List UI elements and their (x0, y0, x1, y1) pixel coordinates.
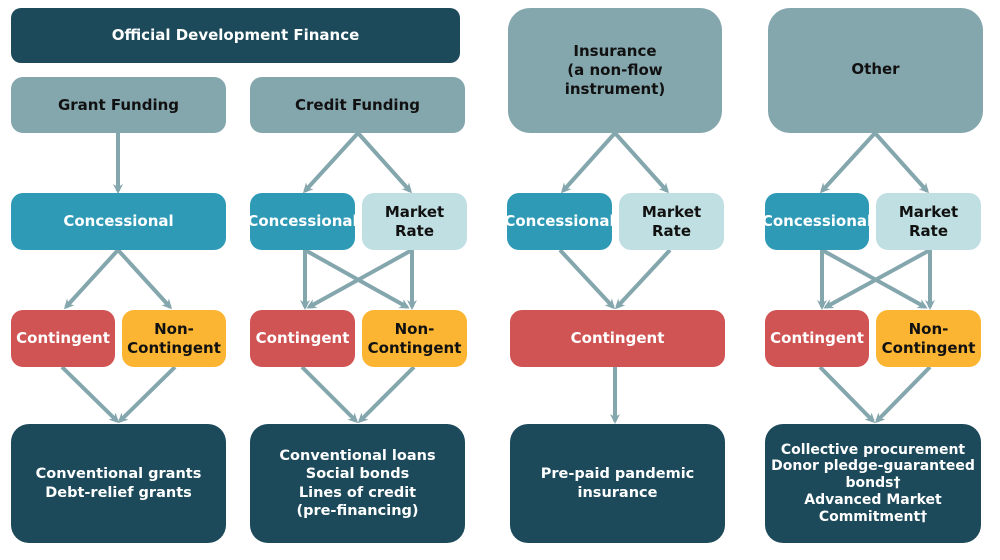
other-instruments-label: Collective procurement Donor pledge-guar… (771, 441, 975, 525)
insurance-instruments-label: Pre-paid pandemic insurance (540, 466, 695, 501)
arrow-ins-to-concessional (560, 131, 617, 194)
other-concessional-box: Concessional (761, 193, 873, 250)
arrow-grant-noncontingent-to-out (117, 365, 177, 424)
insurance-box: Insurance (a non-flow instrument) (508, 8, 722, 133)
arrow-credit-to-market (356, 131, 413, 194)
insurance-concessional-box: Concessional (504, 193, 615, 250)
other-contingent-box: Contingent (765, 310, 869, 367)
credit-funding-label: Credit Funding (294, 95, 420, 114)
grant-instruments-label: Conventional grants Debt-relief grants (35, 466, 202, 501)
credit-contingent-box: Contingent (250, 310, 355, 367)
other-instruments-box: Collective procurement Donor pledge-guar… (765, 424, 981, 543)
insurance-concessional-label: Concessional (504, 212, 615, 231)
grant-funding-box: Grant Funding (11, 77, 226, 133)
grant-non-contingent-box: Non- Contingent (122, 310, 226, 367)
arrow-credit-market-to-contingent (306, 248, 413, 309)
credit-market-rate-box: Market Rate (362, 193, 467, 250)
other-contingent-label: Contingent (770, 329, 864, 348)
insurance-contingent-box: Contingent (510, 310, 725, 367)
other-non-contingent-label: Non- Contingent (881, 319, 976, 357)
insurance-label: Insurance (a non-flow instrument) (564, 42, 666, 98)
insurance-market-rate-label: Market Rate (641, 202, 702, 240)
grant-concessional-label: Concessional (63, 212, 174, 231)
other-box: Other (768, 8, 983, 133)
credit-instruments-box: Conventional loans Social bonds Lines of… (250, 424, 465, 543)
arrow-other-contingent-to-out (818, 365, 876, 424)
official-development-finance-box: Official Development Finance (11, 8, 460, 63)
credit-non-contingent-label: Non- Contingent (367, 319, 462, 357)
other-market-rate-label: Market Rate (898, 202, 959, 240)
arrow-other-noncontingent-to-out (874, 365, 932, 424)
arrow-ins-conc-to-contingent (558, 248, 616, 310)
arrow-other-to-concessional (819, 131, 877, 194)
arrow-credit-to-concessional (302, 131, 360, 194)
other-concessional-label: Concessional (761, 212, 873, 231)
other-market-rate-box: Market Rate (876, 193, 981, 250)
arrow-grant-contingent-to-out (60, 365, 120, 424)
grant-funding-label: Grant Funding (57, 95, 180, 114)
arrow-other-to-market (873, 131, 930, 194)
credit-concessional-box: Concessional (247, 193, 358, 250)
credit-concessional-label: Concessional (247, 212, 358, 231)
grant-contingent-box: Contingent (11, 310, 115, 367)
arrow-other-market-to-contingent (823, 248, 931, 309)
grant-non-contingent-label: Non- Contingent (127, 319, 221, 357)
arrow-grant-conc-to-noncontingent (116, 248, 173, 310)
other-label: Other (851, 60, 900, 78)
insurance-market-rate-box: Market Rate (619, 193, 724, 250)
insurance-contingent-label: Contingent (570, 329, 665, 348)
credit-funding-box: Credit Funding (250, 77, 465, 133)
credit-instruments-label: Conventional loans Social bonds Lines of… (279, 448, 436, 519)
arrow-credit-contingent-to-out (300, 365, 359, 424)
arrow-ins-to-market (613, 131, 670, 194)
grant-instruments-box: Conventional grants Debt-relief grants (11, 424, 226, 543)
arrow-grant-conc-to-contingent (63, 248, 120, 310)
other-non-contingent-box: Non- Contingent (876, 310, 981, 367)
official-development-finance-label: Official Development Finance (111, 26, 360, 45)
arrow-ins-market-to-contingent (614, 248, 672, 310)
credit-non-contingent-box: Non- Contingent (362, 310, 467, 367)
credit-market-rate-label: Market Rate (384, 202, 445, 240)
arrow-other-conc-to-noncontingent (821, 248, 928, 309)
credit-contingent-label: Contingent (255, 329, 350, 348)
grant-concessional-box: Concessional (11, 193, 226, 250)
grant-contingent-label: Contingent (16, 329, 110, 348)
arrow-credit-conc-to-noncontingent (304, 248, 410, 309)
insurance-instruments-box: Pre-paid pandemic insurance (510, 424, 725, 543)
arrow-credit-noncontingent-to-out (357, 365, 416, 424)
